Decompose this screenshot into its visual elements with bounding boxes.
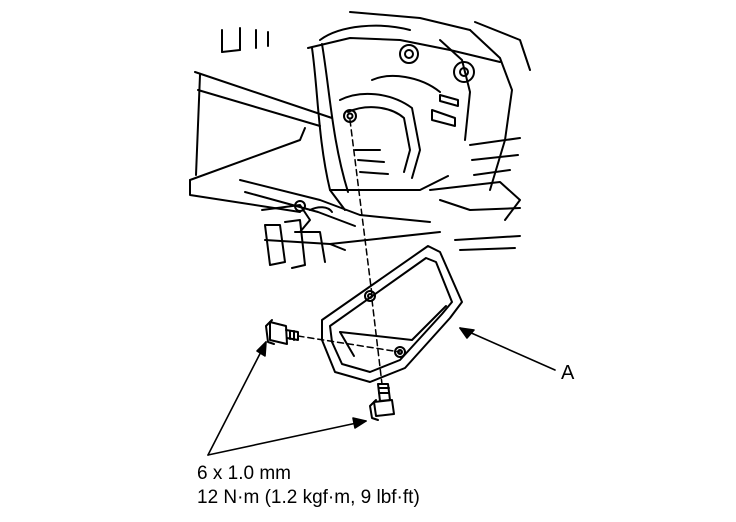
callout-label-a: A xyxy=(561,362,575,384)
bolt-left xyxy=(265,319,299,345)
engine-housing xyxy=(189,11,531,269)
bolt-torque-spec: 12 N·m (1.2 kgf·m, 9 lbf·ft) xyxy=(197,487,420,508)
cover-plate-a xyxy=(321,245,463,383)
bolt-size-spec: 6 x 1.0 mm xyxy=(197,463,291,484)
alignment-lines xyxy=(297,119,401,385)
bolt-bottom xyxy=(369,383,395,421)
leader-arrows xyxy=(207,327,556,456)
